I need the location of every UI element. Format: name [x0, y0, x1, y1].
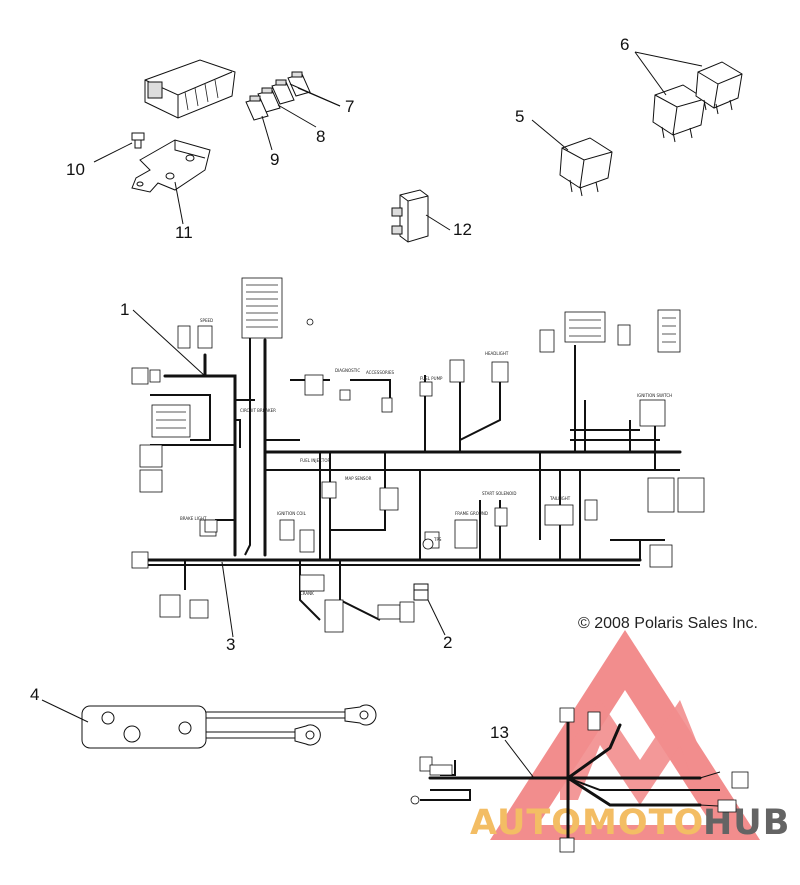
svg-text:FUEL PUMP: FUEL PUMP: [420, 376, 443, 381]
part-fuse-7b: [271, 79, 295, 105]
part-connector-2: [413, 583, 429, 601]
callout-8: 8: [316, 127, 325, 146]
svg-text:ACCESSORIES: ACCESSORIES: [366, 370, 394, 375]
callout-7: 7: [345, 97, 354, 116]
watermark-text-automoto: AUTOMOTO: [470, 803, 704, 843]
callout-10: 10: [66, 160, 85, 179]
callout-3: 3: [226, 635, 235, 654]
svg-text:HEADLIGHT: HEADLIGHT: [485, 351, 509, 356]
part-circuit-breaker: [391, 189, 429, 243]
svg-text:DIAGNOSTIC: DIAGNOSTIC: [335, 368, 360, 373]
part-relay-5: [559, 137, 613, 197]
callout-numbers: 1 2 3 4 5 6 7 8 9 10 11 12 13: [30, 35, 629, 742]
svg-text:TAILLIGHT: TAILLIGHT: [549, 496, 571, 501]
main-wiring-harness: [138, 300, 682, 621]
harness-connectors: [131, 277, 705, 633]
callout-13: 13: [490, 723, 509, 742]
part-fuse-7a: [287, 71, 311, 97]
svg-text:CRANK: CRANK: [300, 591, 314, 596]
callout-5: 5: [515, 107, 524, 126]
svg-text:MAP SENSOR: MAP SENSOR: [345, 476, 372, 481]
svg-text:TPS: TPS: [433, 537, 442, 542]
part-screw: [131, 132, 145, 149]
part-relay-6a: [652, 84, 706, 143]
callout-9: 9: [270, 150, 279, 169]
callout-6: 6: [620, 35, 629, 54]
callout-12: 12: [453, 220, 472, 239]
part-relay-6b: [695, 61, 743, 115]
harness-tiny-labels: SPEED DIAGNOSTIC ACCESSORIES FUEL PUMP F…: [180, 318, 672, 596]
svg-text:SPEED: SPEED: [200, 318, 213, 323]
part-bracket: [131, 139, 211, 193]
callout-4: 4: [30, 685, 39, 704]
svg-text:FUEL INJECTOR: FUEL INJECTOR: [300, 458, 331, 463]
callout-1: 1: [120, 300, 129, 319]
svg-text:FRAME GROUND: FRAME GROUND: [455, 511, 488, 516]
callout-leaders-top: [93, 51, 703, 231]
part-fuse-9: [245, 95, 269, 121]
callout-2: 2: [443, 633, 452, 652]
part-sub-harness: [410, 707, 749, 853]
svg-text:BRAKE LIGHT: BRAKE LIGHT: [180, 516, 207, 521]
callout-11: 11: [175, 223, 193, 242]
watermark-text-hub: HUB: [703, 803, 790, 843]
callout-leaders-harness: [132, 309, 446, 638]
part-fuse-block-cover: [144, 59, 236, 119]
svg-text:IGNITION SWITCH: IGNITION SWITCH: [637, 393, 672, 398]
part-battery-cable: [41, 699, 377, 749]
svg-text:START SOLENOID: START SOLENOID: [482, 491, 516, 496]
copyright-text: © 2008 Polaris Sales Inc.: [578, 615, 758, 632]
svg-text:IGNITION COIL: IGNITION COIL: [277, 511, 307, 516]
watermark-logo: AUTOMOTO HUB: [470, 630, 790, 843]
svg-text:CIRCUIT BREAKER: CIRCUIT BREAKER: [240, 408, 276, 413]
